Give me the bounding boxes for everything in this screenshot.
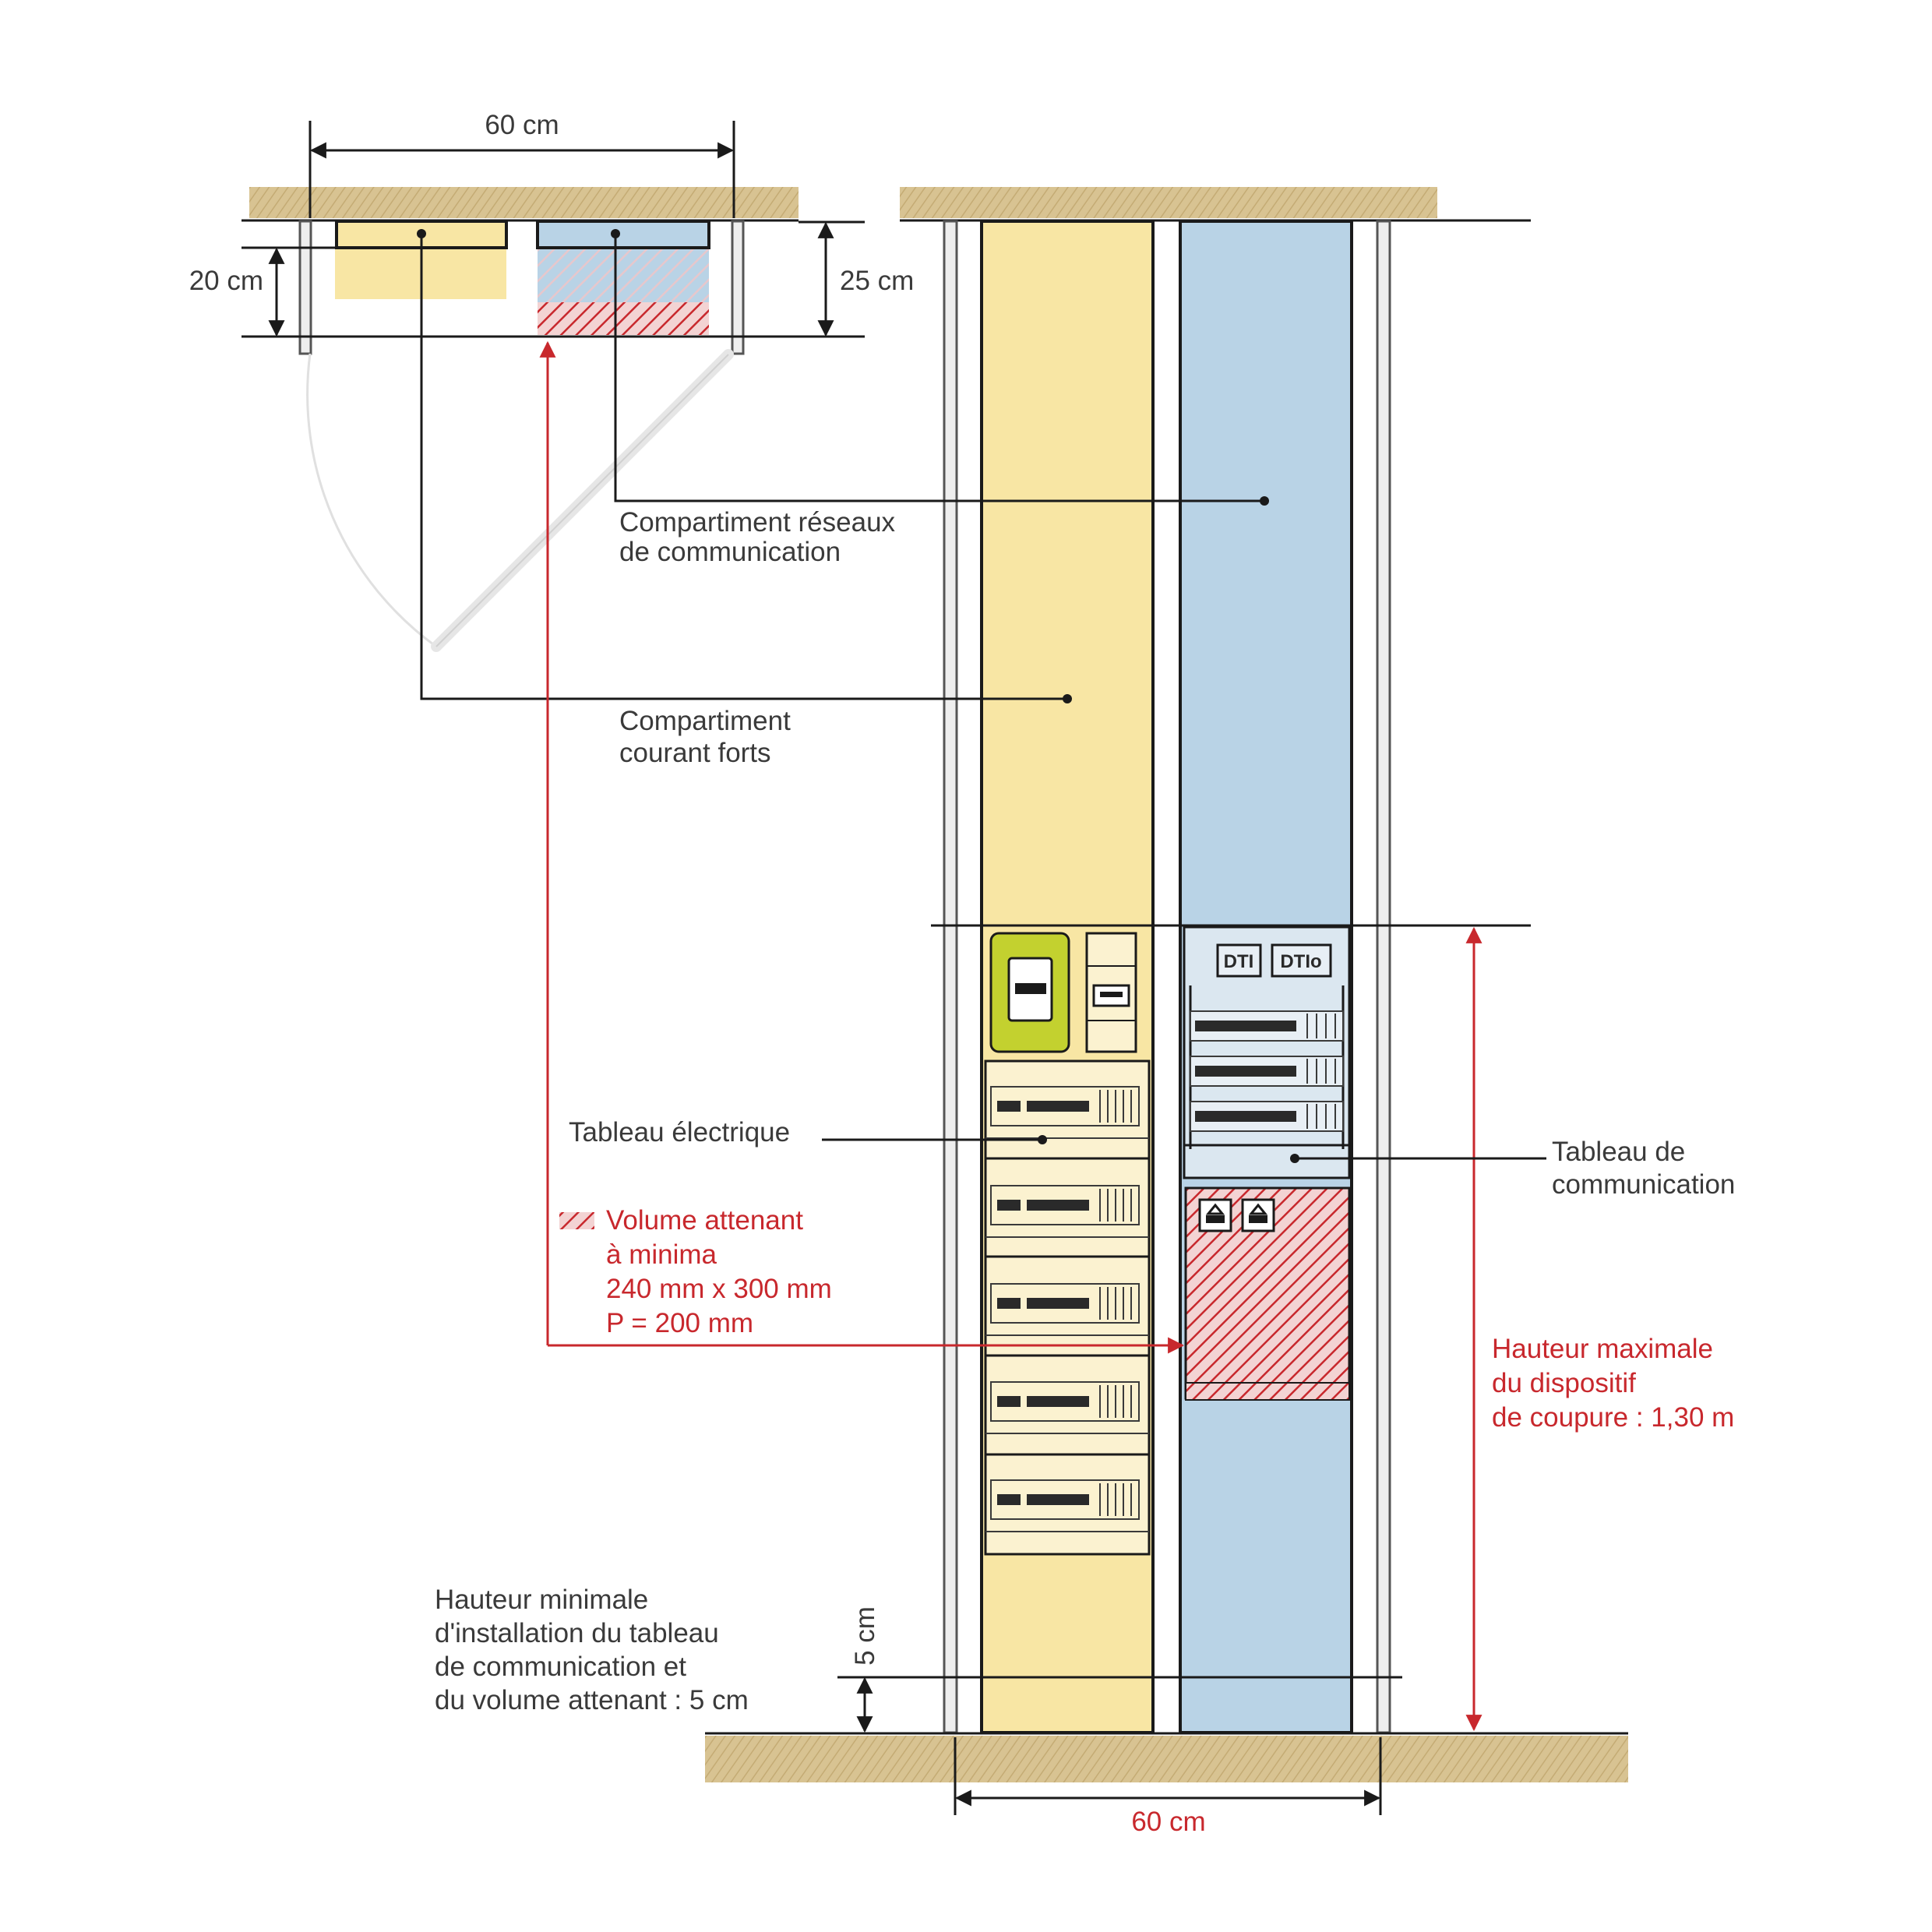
socket-1-inner [1206, 1215, 1225, 1223]
patch-row-2 [1190, 1056, 1344, 1087]
plan-depth25-label: 25 cm [840, 266, 914, 296]
electrical-panel [984, 932, 1151, 1556]
electrical-panel-label: Tableau électrique [569, 1117, 790, 1148]
breaker-row-5 [990, 1479, 1140, 1520]
min-gap-label: 5 cm [850, 1606, 880, 1666]
adjacent-volume [1184, 1186, 1351, 1401]
leader-power-dot [1063, 694, 1072, 703]
socket-2-inner [1249, 1215, 1267, 1223]
adjacent-volume-label-3: 240 mm x 300 mm [606, 1274, 832, 1304]
plan-depth20-label: 20 cm [189, 266, 263, 296]
breaker-row-1 [990, 1086, 1140, 1126]
min-height-label-3: de communication et [435, 1652, 686, 1682]
power-compartment-label-2: courant forts [619, 738, 771, 768]
meter-display [1015, 983, 1046, 994]
min-height-label-4: du volume attenant : 5 cm [435, 1685, 749, 1715]
power-compartment-label-1: Compartiment [619, 706, 791, 736]
hatch-swatch [559, 1212, 594, 1229]
ceiling-hatch-right [900, 187, 1437, 218]
plan-wall-left [298, 220, 312, 355]
min-height-label-1: Hauteur minimale [435, 1585, 648, 1615]
patch-row-1 [1190, 1010, 1344, 1042]
adjacent-volume-label-1: Volume attenant [606, 1205, 803, 1236]
leader-comm-panel-dot [1290, 1154, 1299, 1163]
elevation-view: DTI DTIo 60 cm 5 cm [705, 187, 1628, 1837]
plan-adjacent-volume [538, 302, 709, 335]
max-height-label-2: du dispositif [1492, 1368, 1636, 1398]
adjacent-volume-base [1185, 1382, 1350, 1401]
max-height-label-1: Hauteur maximale [1492, 1334, 1713, 1364]
leader-power-compartment [420, 234, 1067, 700]
comm-compartment-label-1: Compartiment réseaux [619, 507, 896, 538]
comm-panel-label-1: Tableau de [1552, 1137, 1685, 1167]
floor-hatch [705, 1736, 1628, 1782]
dtio-label: DTIo [1280, 951, 1321, 972]
plan-comm-box [536, 220, 710, 249]
elev-wall-right [1376, 220, 1391, 1734]
patch-row-3 [1190, 1101, 1344, 1132]
breaker-row-2 [990, 1185, 1140, 1225]
breaker-row-3 [990, 1283, 1140, 1324]
door-swing-arc [306, 353, 437, 648]
leader-electrical-dot [1038, 1135, 1047, 1144]
plan-comm-compartment [538, 248, 709, 302]
min-height-label-2: d'installation du tableau [435, 1618, 719, 1648]
elev-wall-left [943, 220, 958, 1734]
leader-lines [420, 234, 1546, 1354]
communication-panel: DTI DTIo [1183, 925, 1351, 1179]
socket-1-face [1205, 1203, 1225, 1215]
plan-width-label: 60 cm [485, 110, 559, 140]
labels: Compartiment réseaux de communication Co… [435, 507, 1735, 1715]
adjacent-volume-label-4: P = 200 mm [606, 1308, 753, 1338]
dti-label: DTI [1224, 951, 1254, 972]
breaker-row-4 [990, 1381, 1140, 1422]
leader-comm-dot [1260, 496, 1269, 506]
elev-width-label: 60 cm [1131, 1807, 1205, 1837]
main-breaker-switch-bar [1100, 992, 1123, 997]
socket-2-face [1248, 1203, 1268, 1215]
plan-wall-right [731, 220, 745, 355]
door-leaf-edge [435, 354, 729, 647]
dtio-module [1271, 943, 1332, 978]
leader-comm-compartment [614, 234, 1264, 502]
ceiling-hatch-left [249, 187, 799, 218]
adjacent-volume-label-2: à minima [606, 1239, 717, 1270]
comm-compartment-label-2: de communication [619, 537, 841, 567]
dti-module [1216, 943, 1262, 978]
comm-panel-label-2: communication [1552, 1169, 1735, 1200]
max-height-label-3: de coupure : 1,30 m [1492, 1402, 1734, 1433]
